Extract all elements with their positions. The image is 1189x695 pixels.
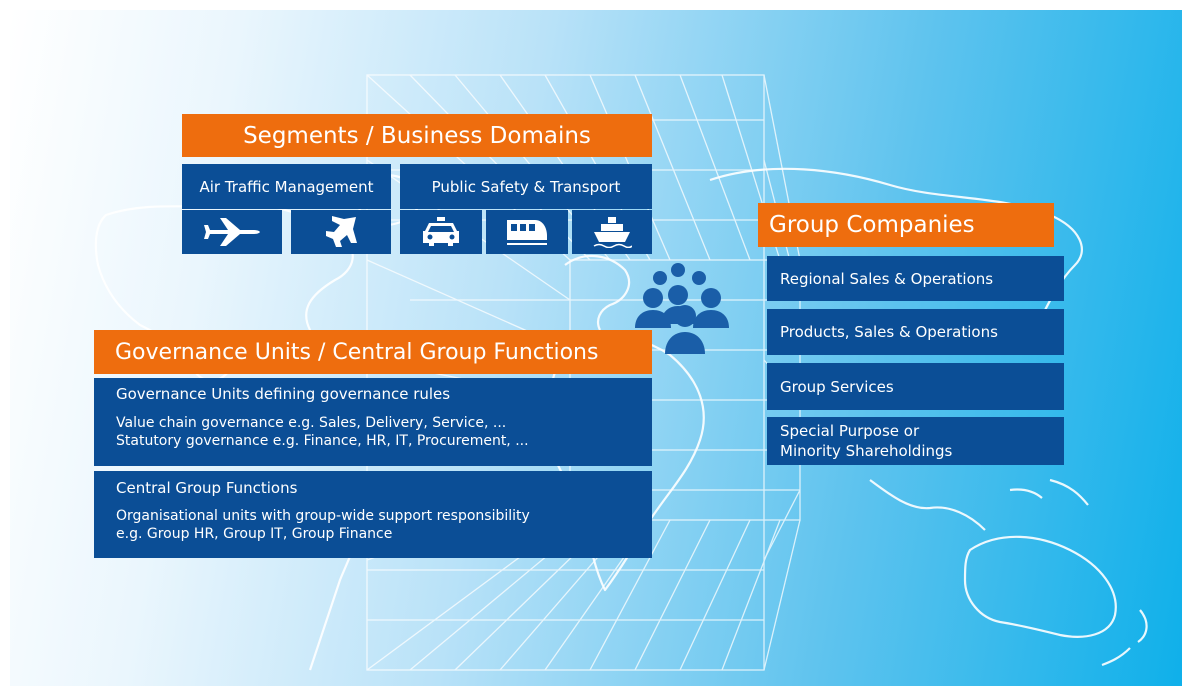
airplane-icon-box (182, 210, 282, 254)
group-company-special-purpose: Special Purpose or Minority Shareholding… (767, 417, 1064, 465)
central-group-functions-heading: Central Group Functions (116, 479, 298, 497)
governance-units-box: Governance Units defining governance rul… (94, 378, 652, 466)
group-company-group-services: Group Services (767, 363, 1064, 410)
group-company-regional-sales: Regional Sales & Operations (767, 256, 1064, 301)
segments-header: Segments / Business Domains (182, 114, 652, 157)
governance-units-line2: Statutory governance e.g. Finance, HR, I… (116, 433, 529, 449)
fighter-jet-icon-box (291, 210, 391, 254)
ship-icon (593, 217, 632, 248)
governance-header: Governance Units / Central Group Functio… (94, 330, 652, 374)
group-companies-title: Group Companies (769, 212, 975, 238)
group-company-label-line1: Special Purpose or (780, 422, 920, 440)
group-company-label-line2: Minority Shareholdings (780, 442, 953, 460)
group-company-products-sales: Products, Sales & Operations (767, 309, 1064, 355)
segments-title: Segments / Business Domains (243, 122, 591, 149)
car-icon (423, 217, 459, 246)
domain-label: Air Traffic Management (199, 177, 374, 196)
diagram-canvas: Segments / Business Domains Air Traffic … (10, 10, 1182, 686)
train-icon (507, 220, 547, 245)
ship-icon-box (572, 210, 652, 254)
airplane-icon (204, 218, 260, 246)
group-company-label: Products, Sales & Operations (780, 323, 998, 341)
domain-air-traffic-management: Air Traffic Management (182, 164, 391, 209)
governance-title: Governance Units / Central Group Functio… (115, 339, 599, 365)
central-group-functions-box: Central Group Functions Organisational u… (94, 471, 652, 558)
governance-units-heading: Governance Units defining governance rul… (116, 385, 451, 403)
governance-units-line1: Value chain governance e.g. Sales, Deliv… (116, 415, 507, 431)
train-icon-box (486, 210, 568, 254)
central-group-functions-line2: e.g. Group HR, Group IT, Group Finance (116, 526, 393, 542)
group-company-label: Group Services (780, 377, 894, 396)
car-icon-box (400, 210, 482, 254)
fighter-jet-icon (326, 216, 357, 247)
people-group-icon (635, 263, 729, 354)
group-companies-header: Group Companies (758, 203, 1054, 247)
domain-public-safety-transport: Public Safety & Transport (400, 164, 652, 209)
domain-label: Public Safety & Transport (431, 177, 621, 196)
group-company-label: Regional Sales & Operations (780, 269, 994, 288)
central-group-functions-line1: Organisational units with group-wide sup… (116, 508, 530, 524)
